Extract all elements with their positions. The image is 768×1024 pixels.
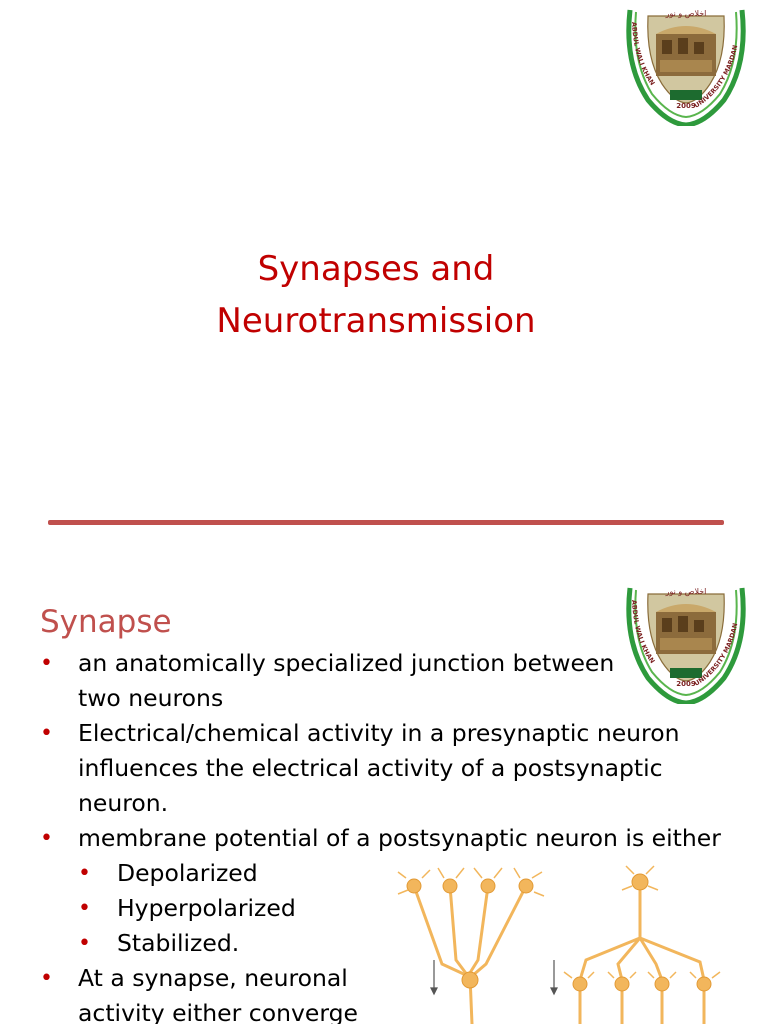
title-line-1: Synapses and (257, 249, 495, 289)
sub-bullet-text: Stabilized. (117, 929, 240, 957)
sub-bullet-text: Depolarized (117, 859, 258, 887)
slide-title: Synapses and Neurotransmission (0, 243, 752, 347)
bullet-item: • an anatomically specialized junction b… (40, 646, 760, 716)
sub-bullet-container: • Depolarized • Hyperpolarized • Stabilized… (40, 856, 760, 961)
bullet-dot: • (78, 896, 91, 921)
bullet-text: At a synapse, neuronal (78, 964, 348, 992)
bullet-dot: • (40, 826, 53, 851)
bullet-dot: • (78, 861, 91, 886)
bullet-dot: • (78, 931, 91, 956)
bullet-list: • an anatomically specialized junction b… (40, 646, 760, 1024)
university-logo: اخلاص و نور 2009 ABDUL WALI KHAN UNIVERS… (626, 587, 746, 704)
slide-divider (48, 520, 724, 525)
logo-motto: اخلاص و نور (665, 587, 707, 596)
bullet-item: • membrane potential of a postsynaptic n… (40, 821, 760, 856)
bullet-dot: • (40, 966, 53, 991)
bullet-text: an anatomically specialized junction bet… (78, 649, 615, 677)
sub-bullet-item: • Stabilized. (40, 926, 760, 961)
sub-bullet-text: Hyperpolarized (117, 894, 296, 922)
sub-bullet-item: • Depolarized (40, 856, 760, 891)
bullet-text: Electrical/chemical activity in a presyn… (78, 719, 680, 747)
title-line-2: Neurotransmission (216, 301, 536, 341)
title-slide: اخلاص و نور 2009 ABDUL WALI KHAN UNIVERS… (0, 9, 752, 347)
logo-year: 2009 (676, 102, 696, 110)
sub-bullet-list: • Depolarized • Hyperpolarized • Stabilized… (40, 856, 760, 961)
logo-motto: اخلاص و نور (665, 9, 707, 18)
sub-bullet-item: • Hyperpolarized (40, 891, 760, 926)
synapse-slide: اخلاص و نور 2009 ABDUL WALI KHAN UNIVERS… (0, 560, 768, 1024)
bullet-text: membrane potential of a postsynaptic neu… (78, 824, 721, 852)
bullet-dot: • (40, 721, 53, 746)
bullet-item: • Electrical/chemical activity in a pres… (40, 716, 760, 821)
bullet-dot: • (40, 651, 53, 676)
bullet-text: two neurons (78, 684, 224, 712)
logo-year: 2009 (676, 680, 696, 688)
bullet-text: activity either converge (78, 999, 358, 1024)
bullet-text: neuron. (78, 789, 169, 817)
bullet-text: influences the electrical activity of a … (78, 754, 663, 782)
neuron-convergence-divergence-figure (397, 865, 721, 1024)
university-logo: اخلاص و نور 2009 ABDUL WALI KHAN UNIVERS… (626, 9, 746, 126)
slide-heading: Synapse (40, 604, 172, 640)
bullet-item: • At a synapse, neuronal activity either… (40, 961, 760, 1024)
